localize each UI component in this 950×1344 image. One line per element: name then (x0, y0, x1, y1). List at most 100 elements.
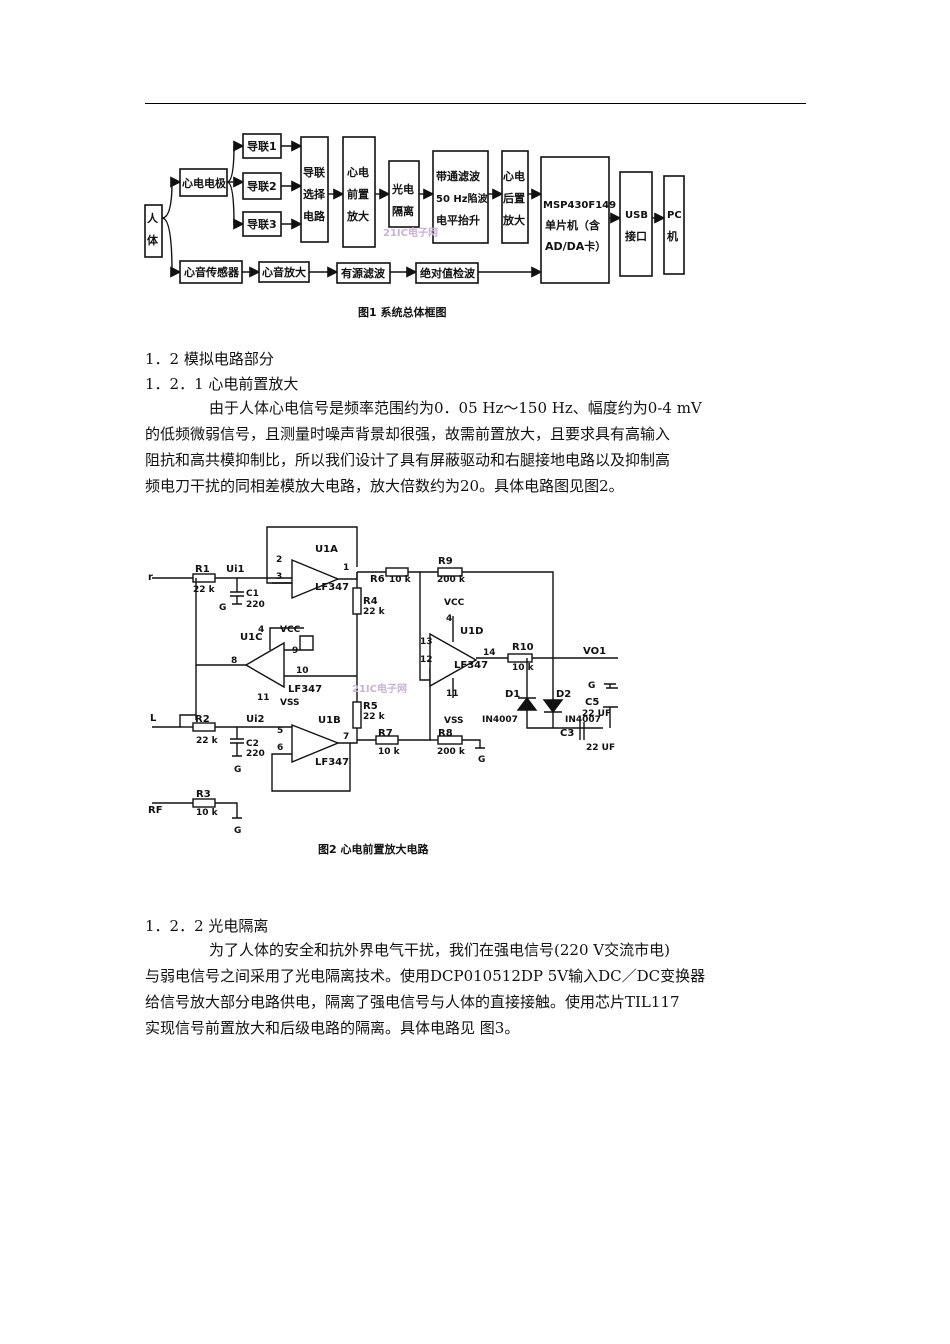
svg-text:G: G (588, 681, 595, 691)
svg-text:PC: PC (667, 210, 682, 221)
svg-text:人: 人 (147, 211, 159, 225)
svg-text:22 UF: 22 UF (586, 743, 615, 753)
block-ecg-postamp: 心电 后置 放大 (501, 150, 529, 244)
figure2-circuit-diagram: r L RF R1 22 k Ui1 C1 220 G R2 22 k Ui2 … (148, 526, 618, 856)
svg-text:心电电极: 心电电极 (182, 176, 227, 190)
block-lead3: 导联3 (242, 211, 282, 237)
svg-text:22 k: 22 k (196, 736, 219, 746)
block-active-filter: 有源滤波 (336, 262, 391, 284)
svg-text:R1: R1 (195, 564, 210, 575)
svg-text:U1A: U1A (315, 544, 338, 555)
block-lead-select: 导联 选择 电路 (300, 136, 329, 243)
block-opto-isolation: 光电 隔离 (388, 160, 420, 228)
paragraph-line: 给信号放大部分电路供电，隔离了强电信号与人体的直接接触。使用芯片TIL117 (145, 993, 680, 1011)
svg-text:10: 10 (296, 666, 309, 676)
svg-text:IN4007: IN4007 (565, 715, 601, 725)
paragraph-line: 由于人体心电信号是频率范围约为0．05 Hz～150 Hz、幅度约为0-4 mV (209, 399, 702, 417)
svg-text:VO1: VO1 (583, 646, 606, 657)
paragraph-opto-isolation: 为了人体的安全和抗外界电气干扰，我们在强电信号(220 V交流市电) 与弱电信号… (145, 937, 810, 1041)
block-heart-sound-sensor: 心音传感器 (179, 260, 243, 284)
svg-text:10 k: 10 k (378, 747, 401, 757)
svg-text:11: 11 (257, 693, 270, 703)
svg-text:LF347: LF347 (288, 684, 322, 695)
svg-text:4: 4 (258, 625, 264, 635)
svg-text:22 UF: 22 UF (582, 709, 611, 719)
svg-text:C1: C1 (246, 589, 259, 599)
svg-text:导联: 导联 (303, 165, 325, 179)
figure2-watermark: 21IC电子网 (352, 682, 407, 695)
figure2-labels: r L RF R1 22 k Ui1 C1 220 G R2 22 k Ui2 … (148, 544, 615, 836)
paragraph-line: 阻抗和高共模抑制比，所以我们设计了具有屏蔽驱动和右腿接地电路以及抑制高 (145, 451, 671, 469)
header-rule (145, 103, 806, 104)
svg-text:U1D: U1D (460, 626, 483, 637)
svg-text:LF347: LF347 (315, 757, 349, 768)
svg-text:后置: 后置 (503, 191, 525, 205)
svg-text:11: 11 (446, 689, 459, 699)
svg-text:导联2: 导联2 (247, 179, 277, 193)
svg-text:22 k: 22 k (363, 607, 386, 617)
svg-text:导联1: 导联1 (247, 139, 277, 153)
svg-text:心电: 心电 (503, 169, 525, 183)
block-usb: USB 接口 (619, 171, 653, 277)
figure1-block-diagram: 人 体 心电电极 导联1 导联2 导联3 导联 选择 电路 心电 前置 (144, 133, 685, 319)
svg-text:10 k: 10 k (196, 808, 219, 818)
svg-text:3: 3 (276, 572, 282, 582)
svg-text:200 k: 200 k (437, 747, 466, 757)
block-ecg-preamp: 心电 前置 放大 (342, 136, 376, 248)
svg-text:L: L (150, 713, 157, 724)
svg-text:接口: 接口 (625, 229, 647, 243)
svg-text:绝对值检波: 绝对值检波 (420, 266, 476, 280)
svg-text:心音传感器: 心音传感器 (184, 265, 240, 279)
paragraph-line: 实现信号前置放大和后级电路的隔离。具体电路见 图3。 (145, 1019, 520, 1037)
block-pc: PC 机 (663, 175, 685, 275)
svg-text:MSP430F149: MSP430F149 (543, 200, 616, 211)
block-lead2: 导联2 (242, 172, 282, 200)
svg-text:r: r (148, 572, 153, 583)
section-heading-1-2-1: 1．2．1 心电前置放大 (145, 375, 299, 393)
svg-text:RF: RF (148, 805, 163, 816)
block-lead1: 导联1 (242, 133, 282, 159)
svg-text:9: 9 (292, 646, 298, 656)
svg-text:6: 6 (277, 743, 283, 753)
svg-text:U1C: U1C (240, 632, 262, 643)
svg-text:22 k: 22 k (363, 712, 386, 722)
svg-text:隔离: 隔离 (392, 204, 414, 218)
svg-text:有源滤波: 有源滤波 (341, 266, 386, 280)
svg-text:心音放大: 心音放大 (262, 265, 306, 279)
svg-text:1: 1 (343, 563, 349, 573)
figure2-caption: 图2 心电前置放大电路 (318, 842, 429, 856)
figure1-watermark: 21IC电子网 (383, 226, 438, 239)
paragraph-line: 为了人体的安全和抗外界电气干扰，我们在强电信号(220 V交流市电) (209, 941, 670, 959)
svg-text:U1B: U1B (318, 715, 341, 726)
svg-text:G: G (478, 755, 485, 765)
svg-text:D1: D1 (505, 689, 520, 700)
svg-text:R3: R3 (196, 789, 211, 800)
svg-text:C2: C2 (246, 739, 259, 749)
svg-text:Ui1: Ui1 (226, 564, 245, 575)
svg-text:IN4007: IN4007 (482, 715, 518, 725)
svg-text:C3: C3 (560, 728, 574, 739)
svg-text:R9: R9 (438, 556, 453, 567)
svg-text:AD/DA卡）: AD/DA卡） (545, 239, 606, 253)
svg-text:Ui2: Ui2 (246, 714, 265, 725)
block-ecg-electrode: 心电电极 (179, 168, 228, 197)
svg-text:50 Hz陷波: 50 Hz陷波 (436, 192, 489, 205)
paragraph-ecg-preamp: 由于人体心电信号是频率范围约为0．05 Hz～150 Hz、幅度约为0-4 mV… (145, 395, 810, 499)
figure1-caption: 图1 系统总体框图 (358, 305, 446, 319)
svg-text:220: 220 (246, 600, 265, 610)
svg-text:单片机（含: 单片机（含 (545, 218, 601, 232)
svg-text:VSS: VSS (280, 698, 300, 708)
section-heading-1-2-2: 1．2．2 光电隔离 (145, 917, 269, 935)
svg-text:带通滤波: 带通滤波 (436, 169, 481, 183)
svg-text:选择: 选择 (303, 187, 326, 201)
svg-text:R8: R8 (438, 728, 453, 739)
svg-text:13: 13 (420, 637, 433, 647)
svg-text:4: 4 (446, 614, 452, 624)
svg-text:200 k: 200 k (437, 575, 466, 585)
svg-text:14: 14 (483, 648, 496, 658)
svg-text:10 k: 10 k (389, 575, 412, 585)
svg-text:10 k: 10 k (512, 663, 535, 673)
svg-text:机: 机 (667, 229, 678, 243)
svg-text:R6: R6 (370, 574, 385, 585)
section-heading-1-2: 1．2 模拟电路部分 (145, 350, 274, 368)
